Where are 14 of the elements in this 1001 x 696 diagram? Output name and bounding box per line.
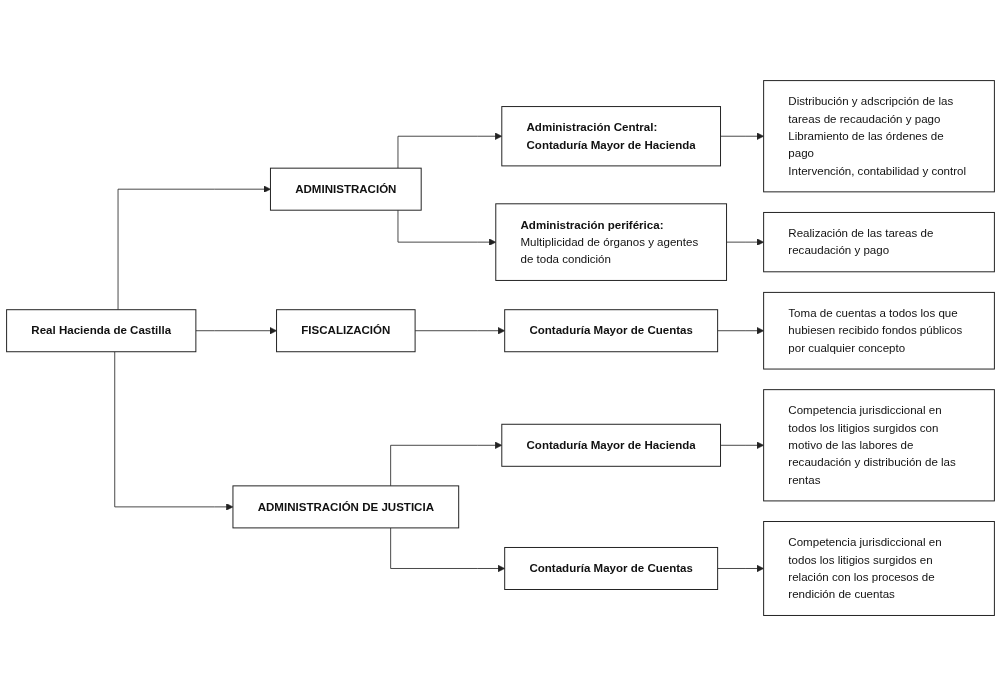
node-box: Contaduría Mayor de Cuentas: [504, 546, 719, 590]
node-box: Administración periférica: Multiplicidad de órganos y agentes de toda condición: [495, 203, 728, 281]
node-box: Toma de cuentas a todos los que hubiesen recibido fondos públicos por cualquier concepto: [763, 291, 995, 370]
node-box: ADMINISTRACIÓN DE JUSTICIA: [232, 485, 460, 529]
node-box: Distribución y adscripción de las tareas de recaudación y pago Libramiento de las órdenes de pago Intervención, contabilidad y control: [763, 80, 995, 193]
node-box: Competencia jurisdiccional en todos los litigios surgidos con motivo de las labores de recaudación y distribución de las rentas: [763, 389, 995, 502]
node-box: FISCALIZACIÓN: [276, 309, 416, 353]
node-box: ADMINISTRACIÓN: [269, 167, 422, 211]
node-box: Contaduría Mayor de Cuentas: [504, 309, 719, 353]
node-box: Contaduría Mayor de Hacienda: [501, 423, 721, 467]
node-box: Competencia jurisdiccional en todos los litigios surgidos en relación con los procesos de rendición de cuentas: [763, 521, 995, 616]
node-box: Real Hacienda de Castilla: [6, 309, 197, 353]
node-box: Realización de las tareas de recaudación y pago: [763, 211, 995, 273]
node-box: Administración Central: Contaduría Mayor de Hacienda: [501, 106, 721, 167]
